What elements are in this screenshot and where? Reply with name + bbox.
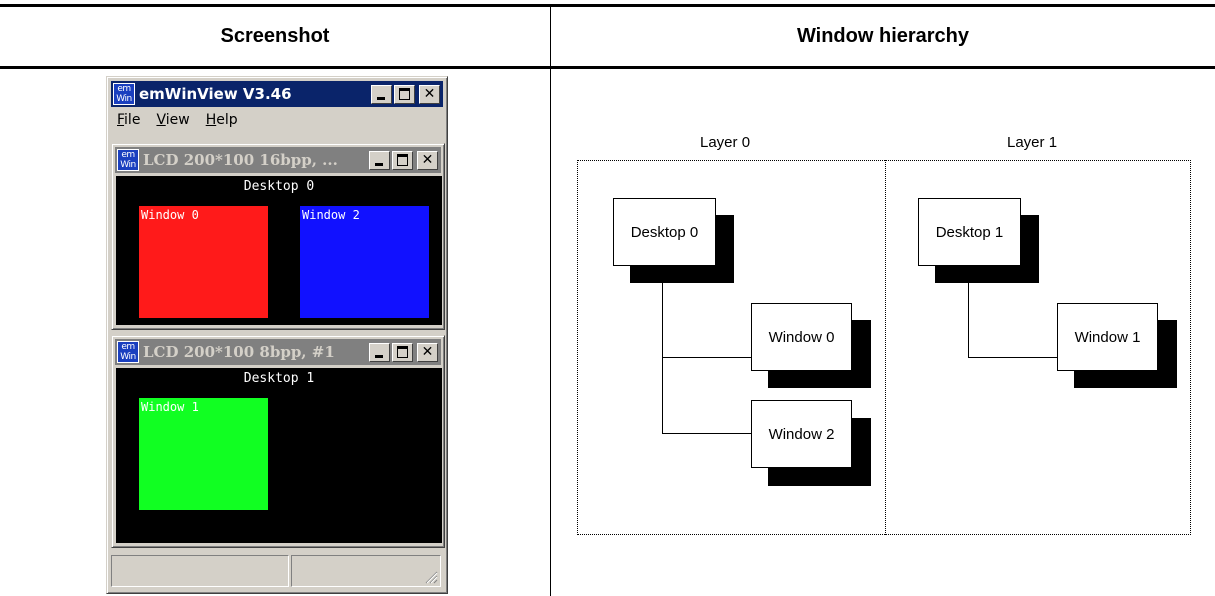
column-divider <box>550 7 551 596</box>
window-label: Window 2 <box>302 208 360 222</box>
layer-1-label: Layer 1 <box>1007 134 1058 151</box>
connector-line <box>662 266 663 434</box>
close-button[interactable]: ✕ <box>417 150 438 170</box>
layer-divider <box>885 160 886 535</box>
emwin-window-0[interactable]: Window 0 <box>139 206 268 318</box>
emwin-window-1[interactable]: Window 1 <box>139 398 268 510</box>
minimize-button[interactable] <box>371 84 392 104</box>
maximize-icon <box>399 87 410 100</box>
lcd-display-0[interactable]: Desktop 0 Window 0 Window 2 <box>116 176 442 325</box>
menu-help[interactable]: Help <box>205 112 238 128</box>
node-desktop-0: Desktop 0 <box>613 198 716 266</box>
table-header-rule <box>0 66 1215 69</box>
maximize-icon <box>397 153 408 166</box>
status-bar <box>111 555 443 589</box>
maximize-button[interactable] <box>394 84 415 104</box>
minimize-icon <box>377 96 385 100</box>
window-label: Window 0 <box>141 208 199 222</box>
app-title: emWinView V3.46 <box>139 85 292 103</box>
menu-view[interactable]: View <box>156 112 190 128</box>
node-desktop-1: Desktop 1 <box>918 198 1021 266</box>
maximize-button[interactable] <box>392 342 413 362</box>
close-button[interactable]: ✕ <box>419 84 440 104</box>
layer-frame <box>577 160 1191 535</box>
close-icon: ✕ <box>421 151 434 168</box>
desktop-label: Desktop 0 <box>243 179 315 194</box>
node-window-1: Window 1 <box>1057 303 1158 371</box>
window-label: Window 1 <box>141 400 199 414</box>
lcd-display-1[interactable]: Desktop 1 Window 1 <box>116 368 442 543</box>
connector-line <box>968 357 1058 358</box>
minimize-button[interactable] <box>369 150 390 170</box>
close-button[interactable]: ✕ <box>417 342 438 362</box>
status-pane-1 <box>111 555 289 587</box>
menu-bar: File View Help <box>111 109 449 131</box>
table-top-rule <box>0 4 1215 7</box>
column-header-window-hierarchy: Window hierarchy <box>796 25 970 47</box>
emwin-window-2[interactable]: Window 2 <box>300 206 429 318</box>
column-header-screenshot: Screenshot <box>220 25 330 47</box>
maximize-button[interactable] <box>392 150 413 170</box>
resize-grip-icon[interactable] <box>424 570 438 584</box>
close-icon: ✕ <box>421 343 434 360</box>
desktop-label: Desktop 1 <box>243 371 315 386</box>
menu-file[interactable]: File <box>117 112 141 128</box>
minimize-button[interactable] <box>369 342 390 362</box>
maximize-icon <box>397 345 408 358</box>
layer-0-label: Layer 0 <box>700 134 751 151</box>
node-window-0: Window 0 <box>751 303 852 371</box>
connector-line <box>662 433 752 434</box>
minimize-icon <box>375 162 383 166</box>
node-window-2: Window 2 <box>751 400 852 468</box>
status-pane-2 <box>291 555 441 587</box>
lcd-window-title: LCD 200*100 8bpp, #1 <box>143 343 335 361</box>
connector-line <box>968 266 969 358</box>
minimize-icon <box>375 354 383 358</box>
lcd-window-title: LCD 200*100 16bpp, ... <box>143 151 338 169</box>
connector-line <box>662 357 752 358</box>
close-icon: ✕ <box>423 85 436 102</box>
